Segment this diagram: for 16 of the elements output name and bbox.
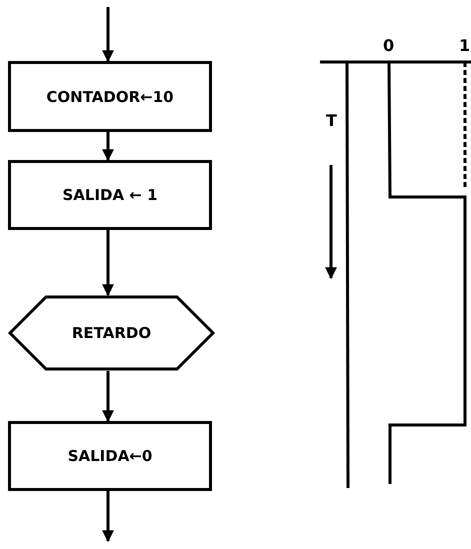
flow-arrow [102,7,114,62]
flow-arrow [102,371,114,422]
process-box [8,61,212,132]
instruction-text: RETARDO [72,324,152,342]
flow-arrow [102,230,114,296]
level-label: 1 [459,38,470,54]
flow-arrow [102,132,114,162]
delay-hexagon [8,295,215,371]
process-box [8,421,212,491]
instruction-text: SALIDA←0 [68,447,152,465]
level-label: 0 [383,38,394,54]
instruction-text: SALIDA ← 1 [62,186,158,204]
process-box [8,160,212,230]
instruction-text: CONTADOR←10 [46,88,174,106]
flow-arrow [102,491,114,542]
axis-label: T [326,113,337,129]
